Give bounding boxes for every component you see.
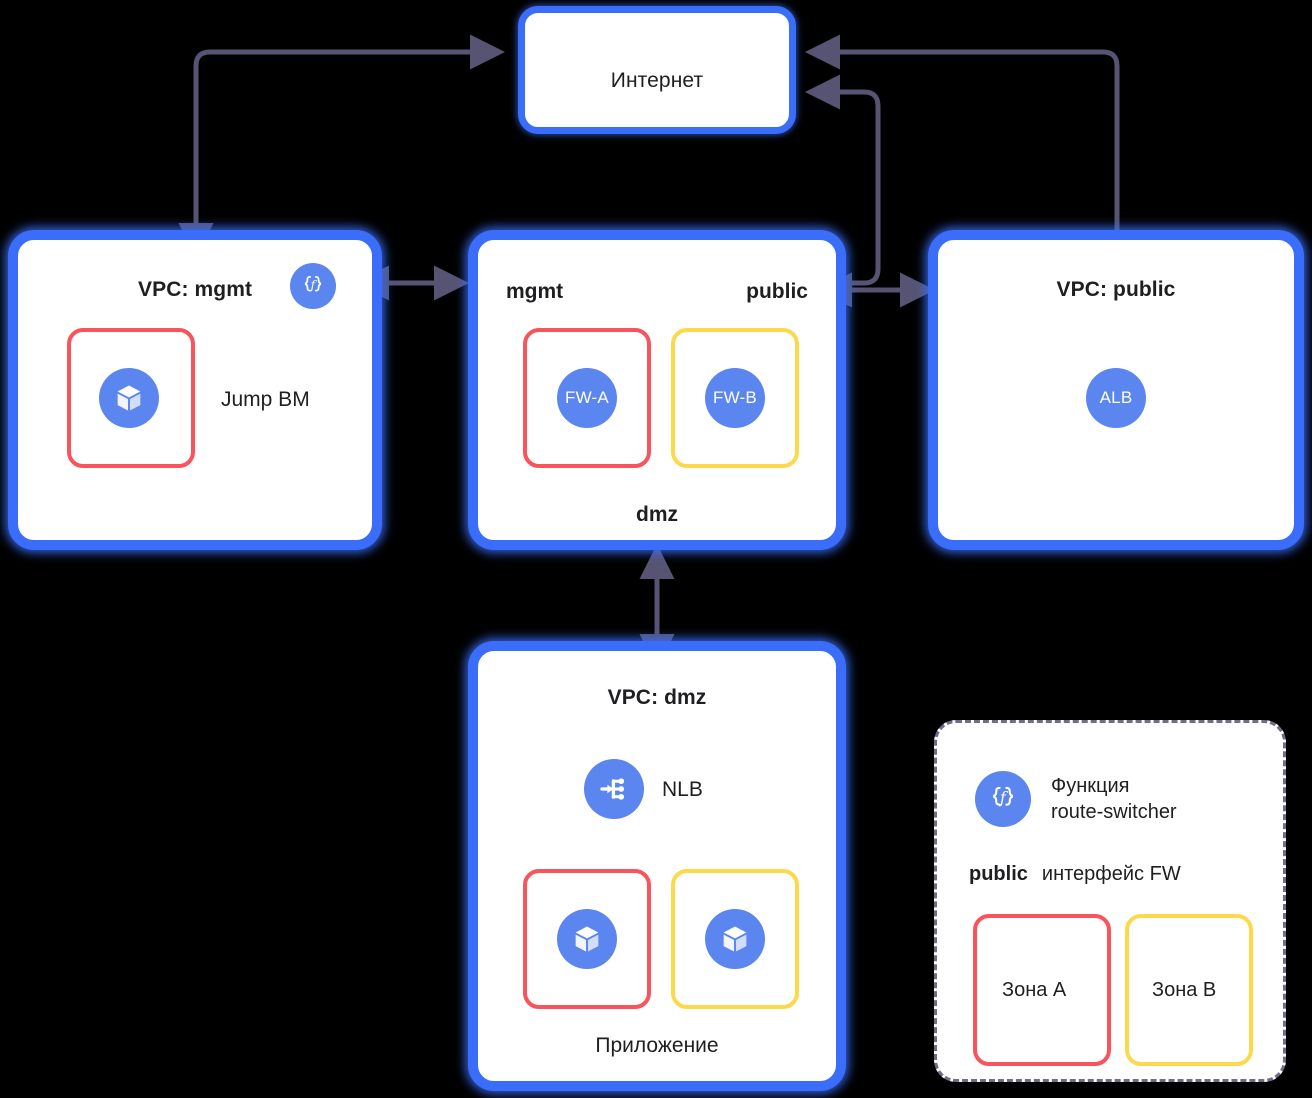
svg-text:f: f bbox=[999, 789, 1009, 807]
dmz-app-label: Приложение bbox=[595, 1034, 719, 1057]
vpc-mgmt-box[interactable]: VPC: mgmt f Jump BM bbox=[8, 230, 382, 550]
function-braces-icon[interactable]: f bbox=[290, 263, 336, 309]
network-load-balancer-glyph bbox=[600, 778, 625, 800]
legend-function-braces-icon: f bbox=[975, 771, 1031, 827]
internet-title: Интернет bbox=[610, 69, 704, 92]
legend-zone-b-box bbox=[1125, 914, 1253, 1066]
svg-text:f: f bbox=[310, 278, 318, 292]
legend-interface-bold: public bbox=[969, 863, 1028, 885]
firewall-public-interface-label: public bbox=[746, 280, 808, 303]
legend-interface-text: интерфейс FW bbox=[1041, 863, 1181, 885]
internet-box[interactable]: Интернет bbox=[518, 6, 796, 134]
connector-public-vpc-to-internet bbox=[804, 34, 1120, 230]
fw-a-circle[interactable]: FW-A bbox=[557, 368, 617, 428]
vm-cube-glyph bbox=[723, 926, 747, 952]
vpc-firewall-box[interactable]: mgmt public FW-A FW-B dmz bbox=[468, 230, 846, 550]
function-braces-glyph: f bbox=[304, 276, 322, 292]
alb-label: ALB bbox=[1099, 388, 1133, 407]
fw-b-circle[interactable]: FW-B bbox=[705, 368, 765, 428]
fw-b-label: FW-B bbox=[713, 388, 757, 407]
legend-function-label: Функция route-switcher bbox=[1051, 775, 1177, 823]
firewall-dmz-interface-label: dmz bbox=[636, 503, 678, 526]
alb-circle[interactable]: ALB bbox=[1086, 368, 1146, 428]
jump-bm-label: Jump BM bbox=[221, 388, 310, 411]
legend-zone-a-label: Зона A bbox=[1002, 979, 1067, 1001]
jump-bm-vm-icon[interactable] bbox=[99, 368, 159, 428]
app-b-vm-icon[interactable] bbox=[705, 909, 765, 969]
vm-cube-glyph bbox=[117, 385, 141, 411]
vpc-public-box[interactable]: VPC: public ALB bbox=[928, 230, 1304, 550]
vpc-dmz-title: VPC: dmz bbox=[607, 686, 707, 709]
connector-mgmt-to-internet bbox=[178, 34, 506, 259]
vpc-public-title: VPC: public bbox=[1056, 278, 1176, 301]
vpc-dmz-box[interactable]: VPC: dmz NLB bbox=[468, 641, 846, 1091]
legend-box: f Функция route-switcher public интерфей… bbox=[934, 720, 1286, 1082]
fw-a-label: FW-A bbox=[565, 388, 609, 407]
app-a-vm-icon[interactable] bbox=[557, 909, 617, 969]
firewall-mgmt-interface-label: mgmt bbox=[506, 280, 564, 303]
network-load-balancer-icon[interactable] bbox=[584, 759, 644, 819]
function-braces-glyph: f bbox=[993, 786, 1013, 807]
nlb-label: NLB bbox=[662, 778, 703, 801]
legend-zone-a-box bbox=[973, 914, 1111, 1066]
vm-cube-glyph bbox=[575, 926, 599, 952]
vpc-mgmt-title: VPC: mgmt bbox=[138, 278, 253, 301]
legend-interface-row: public интерфейс FW bbox=[969, 863, 1181, 886]
legend-zone-b-label: Зона B bbox=[1152, 979, 1217, 1001]
